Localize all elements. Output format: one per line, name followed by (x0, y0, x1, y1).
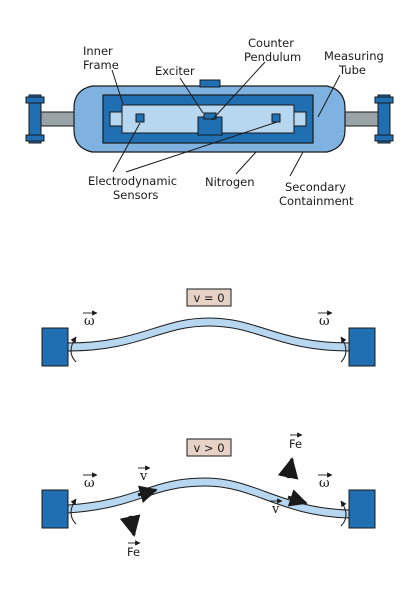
label-inner-frame-1: Inner (83, 44, 113, 58)
flow-arrow-right (287, 489, 308, 507)
omega-left-vpos: ω (84, 476, 95, 491)
leader-lines (111, 61, 341, 177)
omega-right-v0: ω (319, 314, 330, 329)
right-mount-v0 (348, 327, 376, 367)
tube-v0 (67, 317, 350, 352)
label-measuring-tube-1: Measuring (324, 49, 384, 63)
omega-left-v0: ω (84, 314, 95, 329)
component-labels: Inner Frame Exciter Counter Pendulum Mea… (83, 36, 384, 208)
left-mount-v0 (41, 327, 69, 367)
state-label-v0: v = 0 (193, 291, 224, 305)
sensor-right (271, 113, 281, 123)
sensor-left (135, 113, 145, 123)
rotation-arrow-right-vpos (340, 500, 347, 527)
tube-vpos (67, 477, 350, 519)
right-flange (374, 94, 394, 144)
coriolis-force-up (277, 456, 299, 480)
rotation-arrow-left-v0 (70, 336, 77, 363)
label-inner-frame-2: Frame (83, 58, 119, 72)
omega-right-vpos: ω (319, 476, 330, 491)
label-nitrogen: Nitrogen (205, 175, 254, 189)
v-left: v (139, 469, 148, 484)
label-exciter: Exciter (155, 64, 195, 78)
label-counter-pendulum-1: Counter (248, 36, 294, 50)
label-measuring-tube-2: Tube (338, 63, 366, 77)
housing-boss (199, 79, 221, 88)
exciter (197, 116, 223, 136)
oscillation-no-flow: v = 0 ω ω (41, 288, 376, 367)
rotation-arrow-right-v0 (340, 336, 347, 363)
state-label-vpos: v > 0 (193, 441, 224, 455)
state-box-v0 (186, 288, 232, 307)
oscillation-with-flow: v > 0 ω ω v v Fe Fe (41, 432, 376, 559)
label-counter-pendulum-2: Pendulum (244, 50, 301, 64)
label-containment-1: Secondary (285, 180, 346, 194)
v-right: v (271, 502, 280, 517)
fe-up-label: Fe (289, 437, 302, 451)
label-sensors-2: Sensors (113, 188, 158, 202)
right-mount-vpos (348, 489, 376, 529)
coriolis-force-down (119, 514, 141, 538)
fe-down-label: Fe (127, 545, 140, 559)
meter-cross-section (25, 79, 394, 153)
rotation-arrow-left-vpos (70, 498, 77, 525)
left-mount-vpos (41, 489, 69, 529)
state-box-vpos (186, 438, 232, 457)
flow-arrow-left (137, 485, 158, 504)
label-containment-2: Containment (279, 194, 354, 208)
label-sensors-1: Electrodynamic (88, 174, 177, 188)
